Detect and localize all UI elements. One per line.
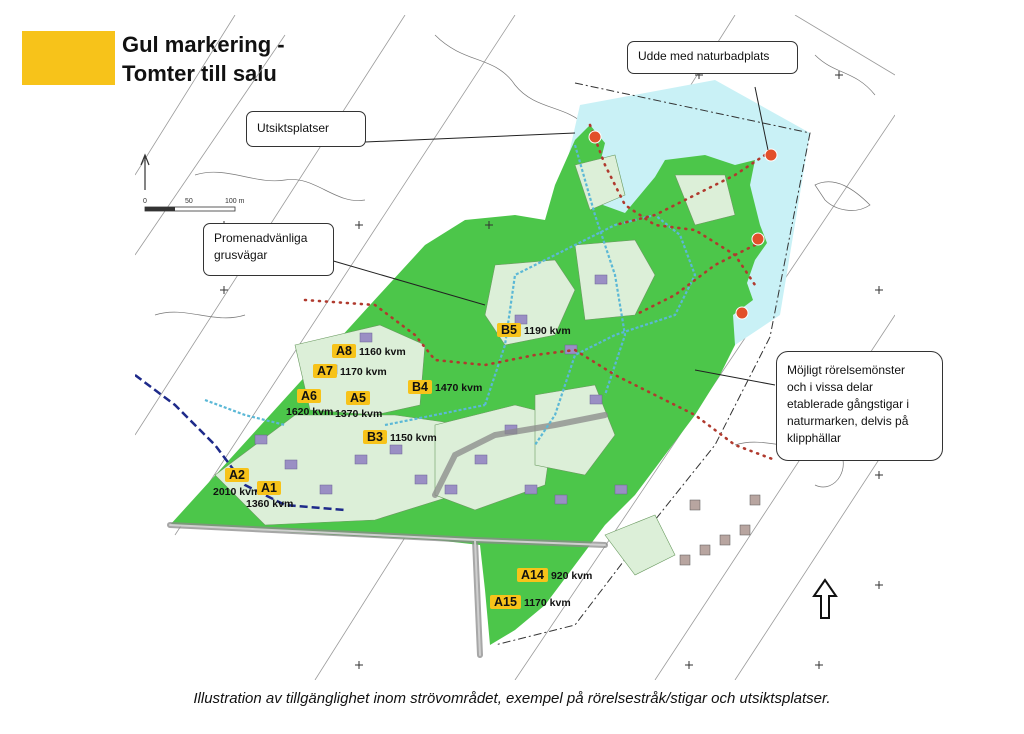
plot-label-a1: A1: [257, 481, 284, 497]
plot-id-a7: A7: [313, 364, 337, 378]
plot-area-a2: 2010 kvm: [213, 486, 261, 498]
callout-rorelse-line5: klipphällar: [787, 431, 842, 445]
plot-area-b4: 1470 kvm: [434, 382, 483, 394]
callout-utsikt: Utsiktsplatser: [246, 111, 366, 147]
legend-swatch: [22, 31, 115, 85]
plot-area-a8: 1160 kvm: [358, 346, 406, 358]
plot-id-b4: B4: [408, 380, 432, 394]
walking-paths-blue: [204, 144, 697, 446]
plot-id-a14: A14: [517, 568, 548, 582]
plot-label-a5: A5: [346, 391, 373, 407]
plot-area-a6: 1620 kvm: [286, 406, 334, 418]
plot-id-b5: B5: [497, 323, 521, 337]
area-boundary: [494, 82, 811, 646]
plot-id-a1: A1: [257, 481, 281, 495]
plot-area-a15: 1170 kvm: [523, 597, 571, 609]
plot-area-a14: 920 kvm: [550, 570, 593, 582]
plot-id-a2: A2: [225, 468, 249, 482]
plot-area-a5: 1370 kvm: [335, 408, 383, 420]
plot-id-a5: A5: [346, 391, 370, 405]
legend-title-line1: Gul markering -: [122, 32, 285, 57]
plot-fills: [214, 154, 736, 576]
callout-rorelse: Möjligt rörelsemönster och i vissa delar…: [776, 351, 943, 461]
scale-fifty: 50: [185, 198, 193, 205]
viewpoint-markers: [588, 130, 778, 320]
callout-rorelse-line1: Möjligt rörelsemönster: [787, 363, 906, 377]
callout-udde: Udde med naturbadplats: [627, 41, 798, 74]
map: 0 50 100 m: [135, 15, 895, 680]
plot-area-b5: 1190 kvm: [523, 325, 571, 337]
boundary-dark-blue: [135, 374, 346, 512]
plot-area-b3: 1150 kvm: [389, 432, 437, 444]
legend-title: Gul markering - Tomter till salu: [122, 30, 285, 88]
scale-bar: 0 50 100 m: [140, 153, 245, 212]
buildings-east: [679, 494, 761, 566]
scale-hundred: 100 m: [225, 198, 245, 205]
roads-center: [169, 524, 606, 656]
callout-rorelse-line3: etablerade gångstigar i: [787, 397, 910, 411]
north-arrow-icon: [812, 578, 838, 619]
plot-label-a2: A2: [225, 468, 252, 484]
caption: Illustration av tillgänglighet inom strö…: [193, 690, 831, 707]
grid-crosses: [220, 71, 883, 669]
callout-udde-text: Udde med naturbadplats: [638, 49, 770, 63]
plot-id-a6: A6: [297, 389, 321, 403]
callout-rorelse-line4: naturmarken, delvis på: [787, 414, 909, 428]
callout-leaders: [329, 86, 776, 386]
plot-area-a1: 1360 kvm: [246, 498, 294, 510]
trails-red: [303, 123, 777, 462]
plot-id-a8: A8: [332, 344, 356, 358]
plot-id-b3: B3: [363, 430, 387, 444]
plot-label-a6: A6: [297, 389, 324, 405]
legend-title-line2: Tomter till salu: [122, 61, 277, 86]
callout-promenad-line1: Promenadvänliga: [214, 231, 308, 245]
callout-promenad: Promenadvänliga grusvägar: [203, 223, 334, 276]
callout-rorelse-line2: och i vissa delar: [787, 380, 874, 394]
plot-area-a7: 1170 kvm: [339, 366, 387, 378]
plot-id-a15: A15: [490, 595, 521, 609]
callout-promenad-line2: grusvägar: [214, 248, 268, 262]
scale-zero: 0: [143, 198, 147, 205]
callout-utsikt-text: Utsiktsplatser: [257, 121, 330, 135]
